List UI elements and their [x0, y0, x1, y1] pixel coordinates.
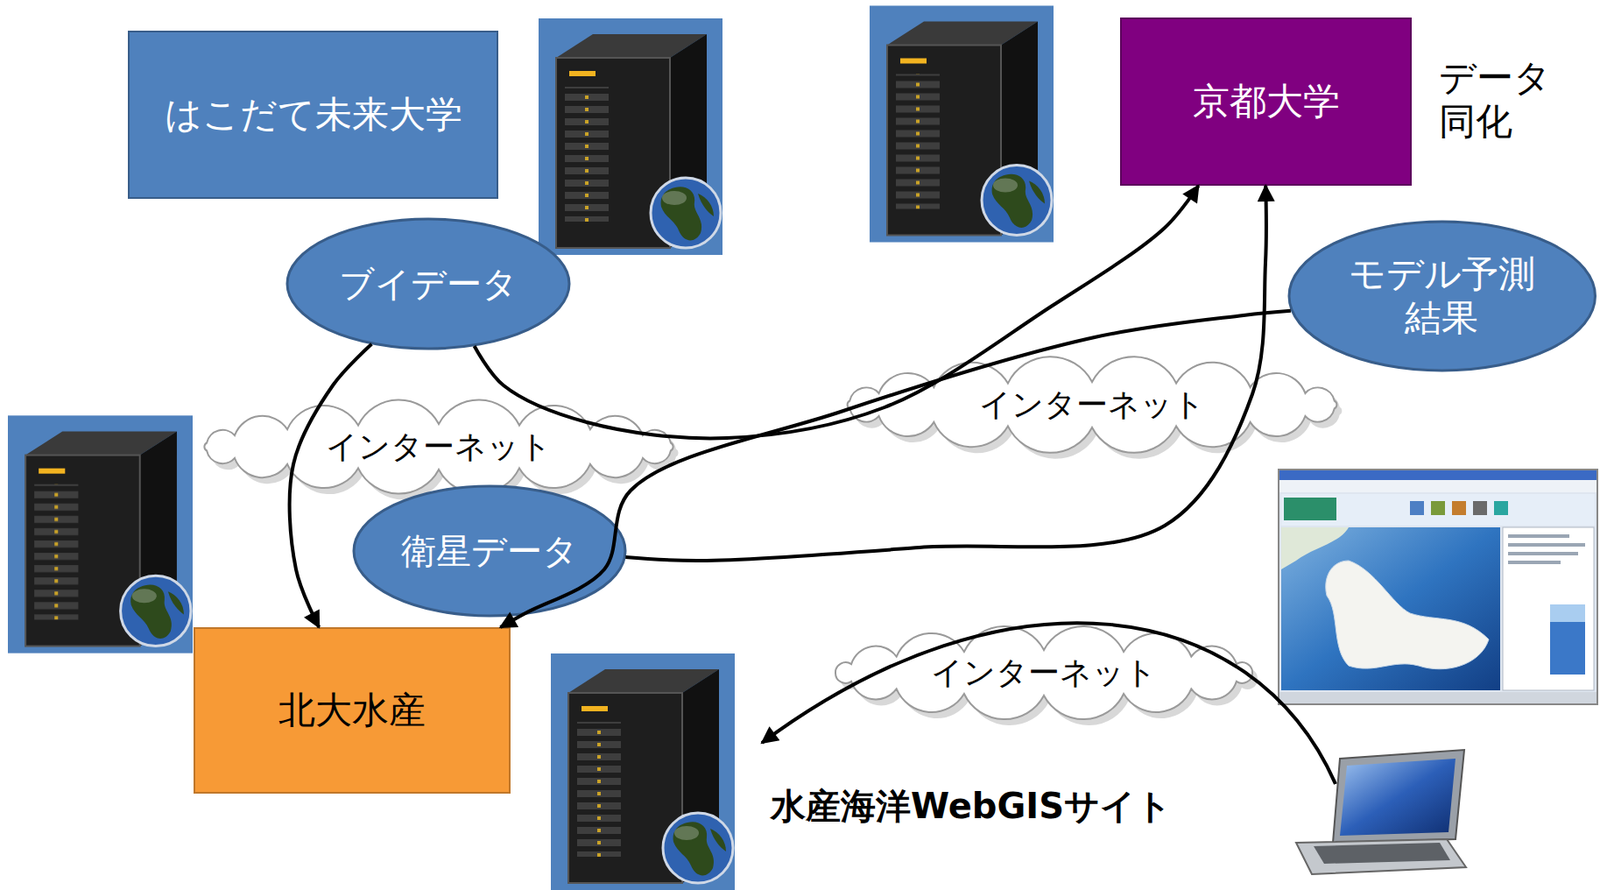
institution-box: 京都大学 [1120, 17, 1412, 186]
data-ellipse: ブイデータ [285, 217, 571, 351]
data-flow-arrow [625, 185, 1267, 561]
webgis-screenshot-part [1283, 497, 1337, 521]
institution-box: 北大水産 [193, 627, 511, 794]
node-text: モデル予測 結果 [1340, 252, 1543, 341]
server-icon [7, 415, 193, 653]
data-flow-arrow [289, 344, 373, 628]
internet-cloud: インターネット [816, 630, 1272, 715]
laptop-icon-part [1296, 838, 1467, 875]
site-label: 水産海洋WebGISサイト [770, 784, 1172, 827]
node-text: ブイデータ [338, 262, 518, 305]
webgis-screenshot [1278, 469, 1598, 705]
laptop-icon [1296, 749, 1467, 875]
data-flow-arrow [500, 310, 1290, 628]
laptop-icon-part [1313, 842, 1451, 864]
webgis-screenshot-part [1502, 527, 1594, 691]
internet-cloud: インターネット [183, 404, 694, 489]
webgis-screenshot-part [1508, 542, 1586, 547]
webgis-screenshot-part [1494, 500, 1509, 515]
process-note: データ 同化 [1438, 56, 1562, 145]
webgis-screenshot-part [1430, 500, 1445, 515]
access-arrow [761, 622, 1336, 784]
node-text: インターネット [322, 427, 556, 466]
server-icon [538, 18, 723, 255]
webgis-screenshot-part [1278, 469, 1598, 705]
webgis-screenshot-part [1409, 500, 1424, 515]
label-text: データ 同化 [1438, 56, 1562, 145]
ellipse-shape [287, 218, 570, 349]
webgis-screenshot-part [1281, 527, 1349, 570]
server-icon [869, 6, 1054, 243]
webgis-screenshot-part [1279, 691, 1597, 704]
webgis-screenshot-part [1550, 604, 1586, 622]
webgis-screenshot-part [1550, 604, 1586, 675]
node-text: はこだて未来大学 [164, 92, 463, 137]
node-text: 衛星データ [401, 529, 578, 572]
webgis-screenshot-part [1281, 493, 1595, 526]
ellipse-shape [1289, 221, 1596, 371]
data-ellipse: 衛星データ [352, 484, 628, 618]
webgis-screenshot-part [1508, 560, 1561, 564]
node-text: インターネット [927, 653, 1161, 691]
laptop-icon-part [1339, 758, 1456, 836]
ellipse-shape [353, 486, 626, 616]
server-icon [550, 653, 735, 890]
data-flow-arrow [474, 185, 1199, 438]
institution-box: はこだて未来大学 [127, 30, 499, 199]
cloud-shape [847, 356, 1338, 453]
laptop-icon-part [1332, 749, 1465, 843]
cloud-shape [835, 626, 1253, 719]
internet-cloud: インターネット [826, 362, 1358, 447]
node-text: インターネット [975, 385, 1209, 423]
webgis-screenshot-part [1508, 534, 1570, 538]
webgis-screenshot-part [1325, 560, 1489, 670]
webgis-screenshot-part [1279, 479, 1597, 493]
webgis-screenshot-part [1451, 500, 1467, 515]
label-text: 水産海洋WebGISサイト [770, 784, 1172, 827]
webgis-screenshot-part [1508, 551, 1579, 556]
webgis-screenshot-part [1281, 527, 1501, 691]
webgis-screenshot-part [1473, 500, 1488, 515]
webgis-screenshot-part [1279, 470, 1597, 480]
cloud-shape [204, 399, 673, 494]
node-text: 北大水産 [278, 688, 426, 733]
data-ellipse: モデル予測 結果 [1287, 219, 1598, 373]
node-text: 京都大学 [1192, 79, 1340, 124]
